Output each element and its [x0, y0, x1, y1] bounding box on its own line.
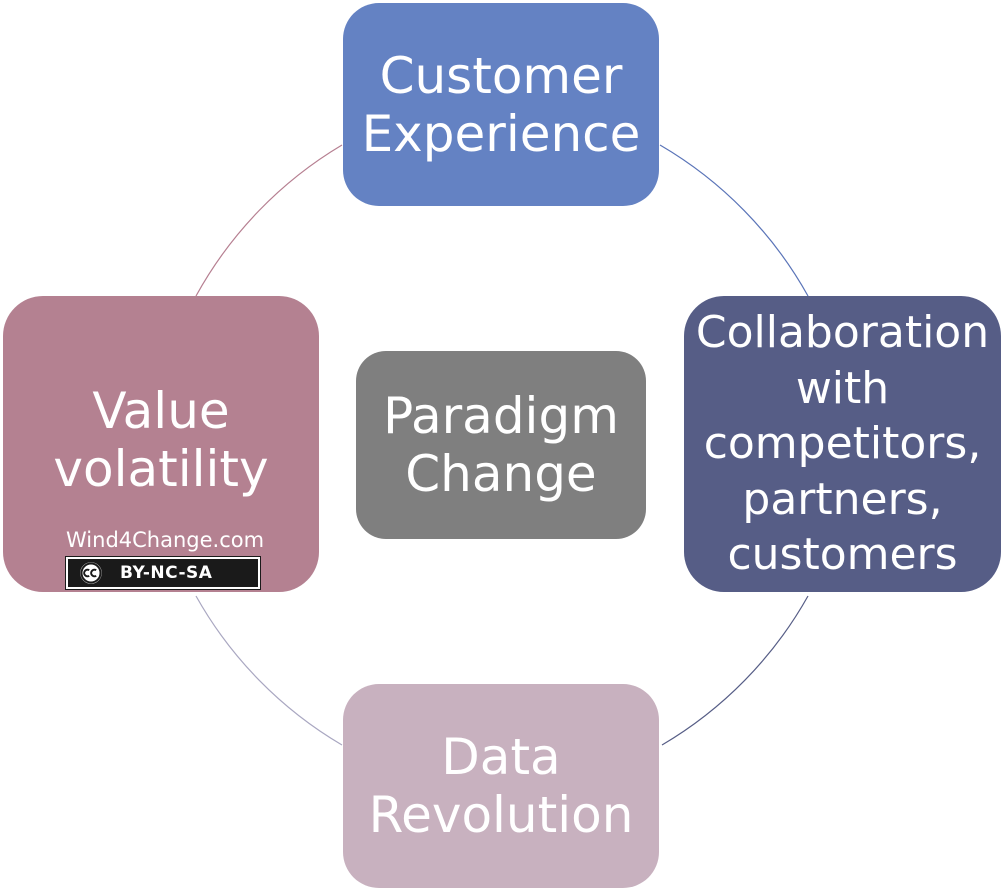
node-label-collaboration: Collaboration with competitors, partners…	[695, 307, 990, 581]
node-label-data-revolution: Data Revolution	[368, 728, 634, 844]
ring-arc-top-right	[659, 144, 809, 297]
center-node-paradigm-change: Paradigm Change	[356, 351, 646, 539]
ring-arc-bottom-left	[195, 595, 343, 746]
node-value-volatility: Value volatility	[3, 296, 319, 592]
center-node-label: Paradigm Change	[383, 387, 619, 503]
watermark-site: Wind4Change.com	[66, 528, 265, 552]
license-badge: BY-NC-SA	[65, 556, 261, 590]
watermark: Wind4Change.com BY-NC-SA	[65, 527, 265, 590]
ring-arc-top-left	[195, 144, 343, 297]
node-customer-experience: Customer Experience	[343, 3, 659, 206]
node-collaboration: Collaboration with competitors, partners…	[684, 296, 1001, 592]
node-label-value-volatility: Value volatility	[53, 382, 269, 498]
node-data-revolution: Data Revolution	[343, 684, 659, 888]
node-label-customer-experience: Customer Experience	[361, 46, 641, 163]
ring-arc-bottom-right	[661, 595, 809, 746]
license-label: BY-NC-SA	[120, 563, 213, 583]
creative-commons-icon	[78, 560, 104, 586]
